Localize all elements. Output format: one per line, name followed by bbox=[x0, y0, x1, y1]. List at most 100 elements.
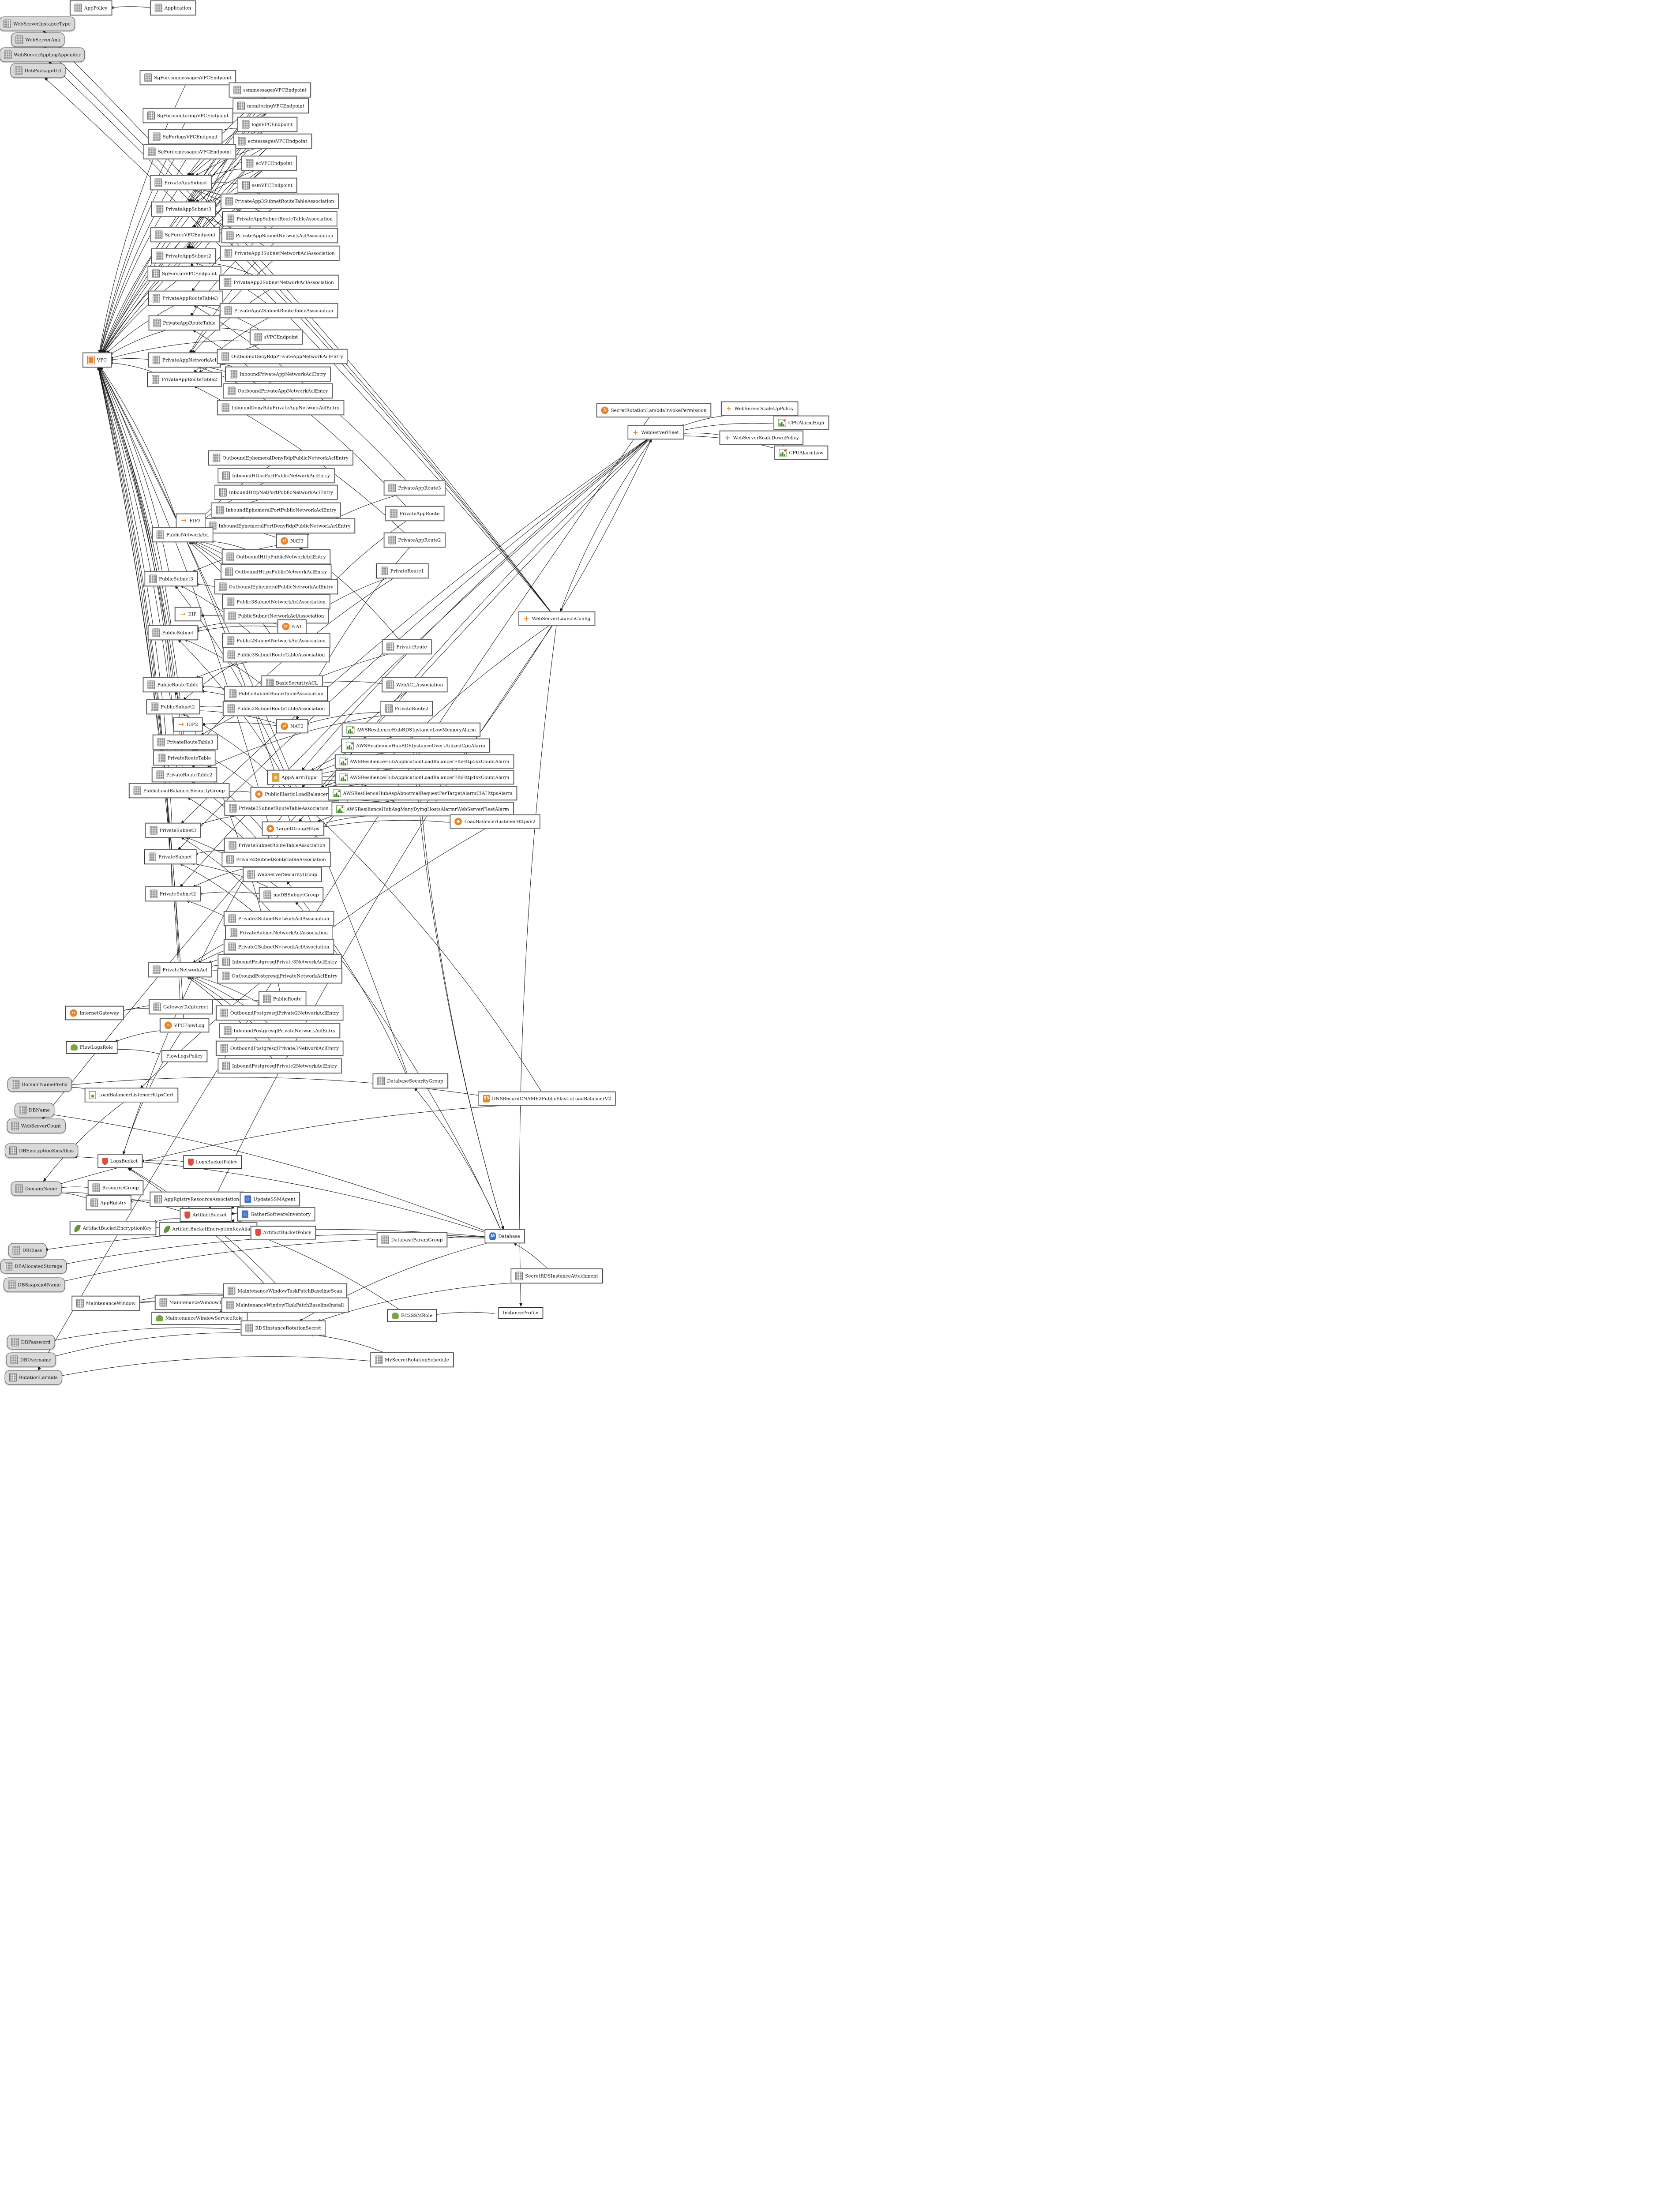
parameter-icon bbox=[15, 1184, 23, 1193]
node-label: Database bbox=[498, 1234, 520, 1239]
node-label: EC2SSMRole bbox=[401, 1313, 433, 1318]
edge-RDSInstanceRotationSecret-to-DBPassword bbox=[51, 1327, 246, 1342]
node-PublicSubnet: PublicSubnet bbox=[148, 625, 198, 640]
node-AWSResilienceHubRDSInstanceOverUtilizedCpuAlarm: AWSResilienceHubRDSInstanceOverUtilizedC… bbox=[341, 739, 490, 753]
resource-icon bbox=[74, 4, 82, 12]
resource-icon bbox=[222, 471, 230, 480]
node-label: Private3SubnetRouteTableAssociation bbox=[239, 806, 329, 811]
node-label: MySecretRotationSchedule bbox=[385, 1357, 449, 1362]
node-ecmessagesVPCEndpoint: ecmessagesVPCEndpoint bbox=[233, 134, 312, 149]
resource-icon bbox=[237, 101, 245, 110]
resource-icon bbox=[227, 214, 235, 223]
node-label: MaintenanceWindowTaskPatchBaselineInstal… bbox=[236, 1302, 344, 1308]
node-label: VPCFlowLog bbox=[174, 1023, 205, 1028]
node-label: NAT bbox=[292, 624, 302, 629]
resource-icon bbox=[219, 582, 227, 591]
parameter-icon bbox=[8, 1280, 16, 1289]
elastic-ip-icon: → bbox=[180, 610, 186, 618]
edge-PublicSubnet-to-VPC bbox=[98, 366, 172, 627]
node-label: Public2SubnetRouteTableAssociation bbox=[237, 706, 325, 711]
node-InboundPostgresqlPrivateNetworkAclEntry: InboundPostgresqlPrivateNetworkAclEntry bbox=[219, 1023, 340, 1038]
node-label: PrivateAppRouteTable2 bbox=[161, 377, 217, 382]
node-PrivateAppNetworkAcl: PrivateAppNetworkAcl bbox=[148, 353, 221, 368]
edge-TargetGroupHttps-to-VPC bbox=[99, 366, 291, 822]
node-LoadBalancerListenerHttpsV2: ◆LoadBalancerListenerHttpsV2 bbox=[450, 814, 540, 829]
node-label: DBUsername bbox=[20, 1357, 52, 1362]
node-DomainNamePrefix: DomainNamePrefix bbox=[8, 1077, 72, 1092]
node-label: AppAlarmTopic bbox=[281, 775, 318, 780]
resource-icon bbox=[227, 636, 235, 645]
node-ssmmessagesVPCEndpoint: ssmmessagesVPCEndpoint bbox=[229, 83, 311, 98]
elastic-ip-icon: → bbox=[178, 720, 184, 728]
resource-icon bbox=[147, 680, 155, 689]
resource-icon bbox=[224, 278, 232, 287]
cloudwatch-alarm-icon bbox=[779, 449, 787, 457]
node-label: DNSRecordCNAME2PublicElasticLoadBalancer… bbox=[491, 1096, 611, 1101]
edge-NAT2-to-EIP2 bbox=[201, 722, 279, 726]
node-FlowLogsRole: FlowLogsRole bbox=[66, 1041, 118, 1054]
node-InboundHttpsPortPublicNetworkAclEntry: InboundHttpsPortPublicNetworkAclEntry bbox=[218, 468, 334, 483]
node-PrivateRoute: PrivateRoute bbox=[382, 639, 431, 654]
node-WebServerLaunchConfig: +WebServerLaunchConfig bbox=[518, 612, 595, 626]
resource-icon bbox=[229, 804, 237, 813]
resource-icon bbox=[152, 375, 160, 384]
node-WebServerFleet: +WebServerFleet bbox=[628, 425, 683, 439]
parameter-icon bbox=[5, 1262, 12, 1271]
resource-icon bbox=[226, 1301, 234, 1309]
node-label: ResourceGroup bbox=[102, 1185, 139, 1190]
node-AppRgistryResourceAssociation: AppRgistryResourceAssociation bbox=[150, 1192, 244, 1207]
node-WebServerInstanceType: WebServerInstanceType bbox=[0, 16, 75, 31]
node-AppPolicy: AppPolicy bbox=[70, 0, 112, 15]
node-label: NAT2 bbox=[290, 724, 304, 729]
node-label: WebServerAmi bbox=[25, 37, 60, 42]
auto-scaling-icon: + bbox=[523, 614, 529, 623]
nat-gateway-icon: ⇄ bbox=[281, 722, 289, 730]
node-label: PrivateAppSubnet3 bbox=[165, 206, 211, 212]
resource-icon bbox=[381, 1235, 389, 1244]
auto-scaling-icon: + bbox=[726, 404, 732, 413]
node-label: InstanceProfile bbox=[502, 1310, 539, 1316]
node-label: WebServerInstanceType bbox=[13, 21, 71, 26]
node-label: monitoringVPCEndpoint bbox=[247, 103, 305, 109]
edge-WebServerLaunchConfig-to-ArtifactBucket bbox=[209, 625, 553, 1209]
node-label: VPC bbox=[97, 357, 107, 363]
resource-icon bbox=[92, 1183, 100, 1192]
node-label: logsVPCEndpoint bbox=[251, 122, 293, 127]
resource-icon bbox=[151, 702, 159, 711]
node-PrivateAppRouteTable3: PrivateAppRouteTable3 bbox=[148, 291, 222, 306]
node-label: PrivateSubnet2 bbox=[159, 891, 196, 897]
resource-icon bbox=[266, 679, 274, 687]
node-label: PrivateRouteTable3 bbox=[167, 739, 214, 745]
node-EIP3: →EIP3 bbox=[176, 514, 205, 528]
node-label: PrivateAppRouteTable3 bbox=[162, 296, 218, 301]
resource-icon bbox=[154, 178, 162, 187]
node-label: DBPassword bbox=[21, 1339, 51, 1345]
node-PrivateNetworkAcl: PrivateNetworkAcl bbox=[148, 962, 212, 977]
parameter-icon bbox=[19, 1106, 27, 1114]
node-label: WebServerSecurityGroup bbox=[257, 872, 318, 877]
node-ecVPCEndpoint: ecVPCEndpoint bbox=[241, 156, 297, 171]
node-MaintenanceWindow: MaintenanceWindow bbox=[71, 1296, 140, 1311]
node-PublicSubnetRouteTableAssociation: PublicSubnetRouteTableAssociation bbox=[224, 686, 328, 701]
node-label: OutboundPostgresqlPrivate2NetworkAclEntr… bbox=[230, 1010, 339, 1016]
node-label: CPUAlarmHigh bbox=[788, 420, 825, 425]
edge-NAT-to-PublicSubnet bbox=[195, 626, 280, 633]
node-DatabaseParamGroup: DatabaseParamGroup bbox=[377, 1232, 447, 1247]
node-label: SecretRDSInstanceAttachment bbox=[525, 1273, 598, 1279]
cloudwatch-alarm-icon bbox=[339, 773, 348, 781]
node-label: MaintenanceWindowTaskPatchBaselineScan bbox=[237, 1288, 342, 1294]
node-label: PrivateAppRoute2 bbox=[398, 537, 441, 543]
edge-LoadBalancerListenerHttpsCert-to-DomainName bbox=[43, 1101, 125, 1182]
resource-icon bbox=[226, 231, 234, 240]
node-Public2SubnetRouteTableAssociation: Public2SubnetRouteTableAssociation bbox=[223, 701, 330, 716]
node-PrivateAppRoute2: PrivateAppRoute2 bbox=[384, 533, 446, 548]
node-label: InternetGateway bbox=[79, 1010, 119, 1016]
node-GatherSoftwareInventory: ◇GatherSoftwareInventory bbox=[237, 1207, 315, 1221]
node-SecretRDSInstanceAttachment: SecretRDSInstanceAttachment bbox=[511, 1268, 603, 1283]
node-label: PublicSubnetNetworkAclAssociation bbox=[238, 613, 324, 619]
edge-SgForlogsVPCEndpoint-to-VPC bbox=[99, 143, 183, 354]
node-label: PublicRoute bbox=[273, 996, 302, 1002]
node-label: DBAllocatedStorage bbox=[15, 1264, 62, 1269]
node-label: CPUAlarmLow bbox=[789, 450, 824, 455]
